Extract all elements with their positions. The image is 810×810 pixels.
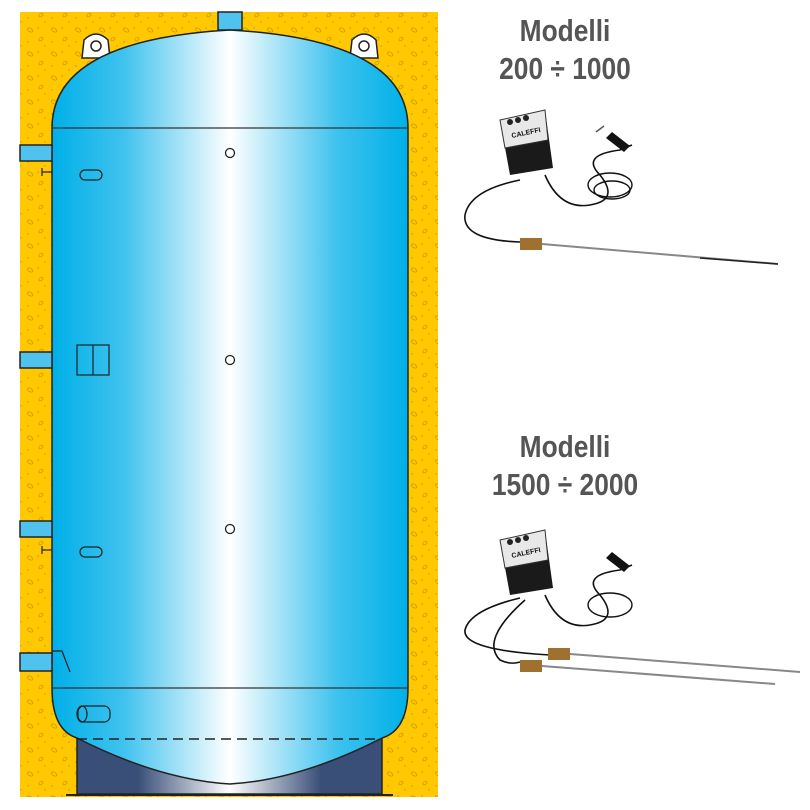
heater-port: [77, 705, 111, 723]
model-group-2-range: 1500 ÷ 2000: [491, 467, 639, 502]
model-group-1-title: Modelli: [519, 13, 611, 48]
side-connection: [19, 144, 53, 162]
sensor-port: [224, 147, 236, 159]
anode-device-single: CALEFFI: [464, 109, 779, 265]
model-group-2-label: Modelli 1500 ÷ 2000: [480, 428, 650, 504]
model-group-2-title: Modelli: [519, 429, 611, 464]
model-group-1-range: 200 ÷ 1000: [499, 51, 631, 86]
lifting-eye-right: [349, 33, 379, 59]
tank-body: [51, 29, 409, 785]
lifting-eye-left: [81, 33, 111, 59]
sensor-port: [224, 523, 236, 535]
side-connection: [19, 351, 53, 369]
anode-device-double: CALEFFI: [464, 529, 801, 685]
sensor-port: [224, 354, 236, 366]
base-white-gap: [20, 797, 438, 810]
top-connection: [217, 11, 243, 31]
model-group-1-label: Modelli 200 ÷ 1000: [480, 12, 650, 88]
side-connection: [19, 652, 53, 672]
side-connection: [19, 520, 53, 538]
